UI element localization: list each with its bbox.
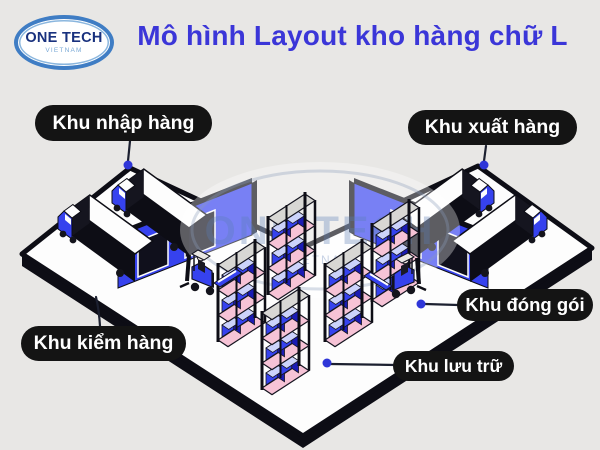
logo-region: VIETNAM <box>45 46 83 54</box>
connector-receiving <box>126 139 132 163</box>
connector-packing <box>423 302 460 307</box>
dot-storage <box>322 358 332 368</box>
page-title: Mô hình Layout kho hàng chữ L <box>137 20 568 51</box>
dot-shipping <box>479 160 489 170</box>
logo-name: ONE TECH <box>25 30 103 46</box>
dot-receiving <box>123 160 133 170</box>
dot-packing <box>416 299 426 309</box>
zone-label-storage: Khu lưu trữ <box>393 351 514 381</box>
zone-label-shipping: Khu xuất hàng <box>408 110 577 145</box>
zone-label-receiving: Khu nhập hàng <box>35 105 212 141</box>
connector-inspection <box>94 295 102 328</box>
connector-storage <box>329 362 398 367</box>
zone-label-packing: Khu đóng gói <box>457 289 593 321</box>
zone-label-inspection: Khu kiểm hàng <box>21 326 186 361</box>
connector-dots <box>123 160 489 368</box>
connector-shipping <box>482 144 488 163</box>
onetech-logo: ONE TECH VIETNAM <box>14 15 114 70</box>
label-connectors <box>94 139 488 367</box>
